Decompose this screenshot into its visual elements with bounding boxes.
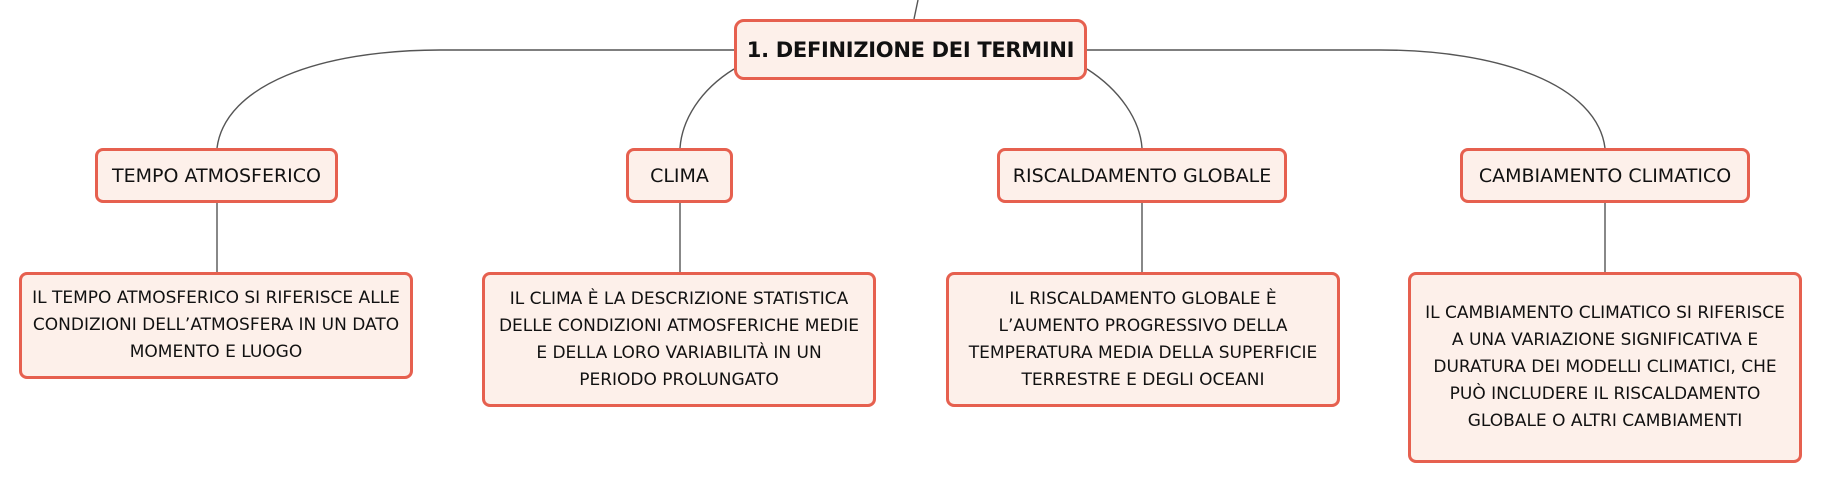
topic-node-riscaldamento-globale[interactable]: RISCALDAMENTO GLOBALE [997, 148, 1287, 203]
connector-root-to-clima [679, 68, 735, 149]
definition-node-clima[interactable]: IL CLIMA È LA DESCRIZIONE STATISTICA DEL… [482, 272, 876, 407]
connector-root-to-cambiamento-climatico [1087, 49, 1606, 149]
topic-node-clima[interactable]: CLIMA [626, 148, 733, 203]
topic-node-tempo-atmosferico[interactable]: TEMPO ATMOSFERICO [95, 148, 338, 203]
root-topic-node[interactable]: 1. DEFINIZIONE DEI TERMINI [734, 19, 1087, 80]
definition-node-riscaldamento-globale[interactable]: IL RISCALDAMENTO GLOBALE È L’AUMENTO PRO… [946, 272, 1340, 407]
connector-root-to-riscaldamento-globale [1086, 68, 1143, 149]
connector-parent-to-root [913, 0, 919, 20]
topic-node-cambiamento-climatico[interactable]: CAMBIAMENTO CLIMATICO [1460, 148, 1750, 203]
definition-node-tempo-atmosferico[interactable]: IL TEMPO ATMOSFERICO SI RIFERISCE ALLE C… [19, 272, 413, 379]
definition-node-cambiamento-climatico[interactable]: IL CAMBIAMENTO CLIMATICO SI RIFERISCE A … [1408, 272, 1802, 463]
connector-root-to-tempo-atmosferico [216, 49, 734, 149]
